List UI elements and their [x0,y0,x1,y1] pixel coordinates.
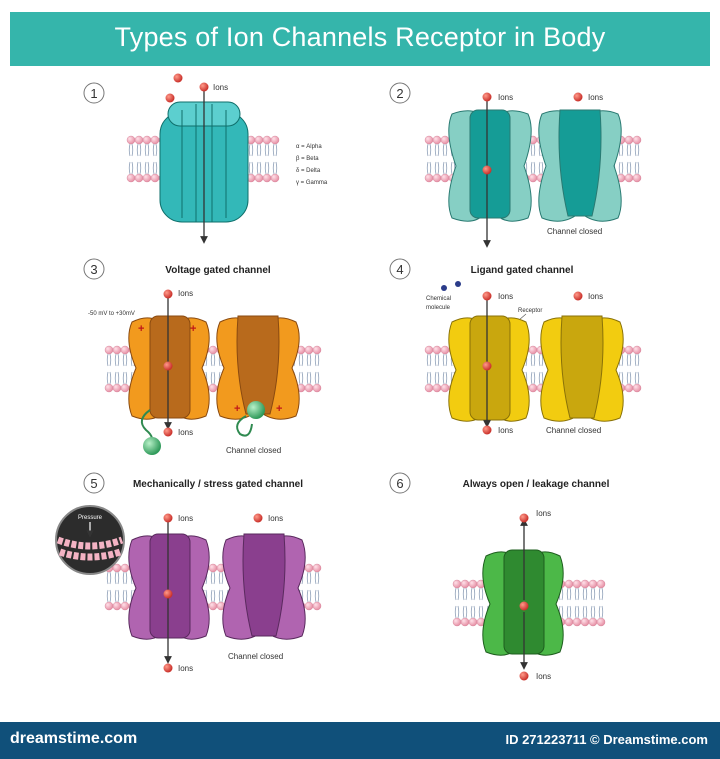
panel-number-badge [83,82,105,104]
ion-icon [482,165,492,175]
panel-number: 4 [396,262,403,277]
panel-5: 5 Mechanically / stress gated channel Pr… [55,472,322,673]
footer-image-id: ID 271223711 © Dreamstime.com [505,732,708,747]
page-title: Types of Ion Channels Receptor in Body [114,22,606,52]
pressure-label: Pressure [78,515,103,521]
ion-icon [199,82,209,92]
panel-heading: Mechanically / stress gated channel [133,479,303,490]
ions-label: Ions [588,93,603,102]
panel-number-badge [83,472,105,494]
ions-label: Ions [536,672,551,681]
ion-icon [519,601,529,611]
channel-closed [216,315,300,420]
ion-icon [163,663,173,673]
ions-label: Ions [498,426,513,435]
channel-closed-label: Channel closed [546,426,601,435]
panel-6: 6 Always open / leakage channel Ions Ion… [389,472,610,681]
chemical-molecule-icon [441,285,447,291]
ion-icon [519,671,529,681]
receptor-label: Receptor [518,308,542,314]
panel-heading: Voltage gated channel [165,265,271,276]
ion-icon [163,589,173,599]
panel-1: 1 Ions α = Alpha β = Beta δ = Delta γ = … [83,73,328,244]
ion-icon [163,361,173,371]
panel-heading: Always open / leakage channel [463,479,610,490]
ions-label: Ions [588,292,603,301]
ion-icon [253,513,263,523]
panel-number: 3 [90,262,97,277]
panel-2: 2 Ions Ions Channel closed [389,82,642,248]
ion-icon [482,291,492,301]
panel-number: 2 [396,86,403,101]
ions-label: Ions [178,664,193,673]
ion-icon [519,513,529,523]
channel-closed [540,315,624,422]
panel-heading: Ligand gated channel [471,265,574,276]
ions-label: Ions [178,514,193,523]
panel-number: 6 [396,476,403,491]
inactivation-ball-icon [143,437,161,455]
panel-4: 4 Ligand gated channel Chemical molecule… [389,258,642,435]
ions-label: Ions [536,509,551,518]
legend-gamma: γ = Gamma [296,180,328,186]
footer-brand: dreamstime.com [10,730,138,747]
channel-closed [222,533,306,640]
ion-icon [163,289,173,299]
channel-closed-label: Channel closed [228,652,283,661]
ions-label: Ions [178,428,193,437]
plus-charge-icon: + [190,323,196,335]
channel-closed-label: Channel closed [547,227,602,236]
panel-3: 3 Voltage gated channel -50 mV to +30mV … [83,258,322,455]
ion-channels-diagram: 1 Ions α = Alpha β = Beta δ = Delta γ = … [55,73,642,681]
inactivation-tether [236,415,253,437]
plus-charge-icon: + [234,403,240,415]
legend-alpha: α = Alpha [296,144,322,150]
ion-icon [173,73,183,83]
panel-number-badge [389,258,411,280]
ions-label: Ions [498,292,513,301]
panel-number-badge [83,258,105,280]
channel-open [128,533,210,640]
panel-number: 5 [90,476,97,491]
pressure-inset: Pressure [55,505,125,575]
plus-charge-icon: + [138,323,144,335]
footer-bar: dreamstime.com ID 271223711 © Dreamstime… [0,722,720,759]
panel-number-badge [389,472,411,494]
ions-label: Ions [178,289,193,298]
ions-label: Ions [498,93,513,102]
ion-icon [573,92,583,102]
ion-icon [482,425,492,435]
molecule-label: molecule [426,305,451,311]
title-banner: Types of Ion Channels Receptor in Body [10,12,710,66]
panel-number: 1 [90,86,97,101]
channel-closed [538,109,622,222]
legend-beta: β = Beta [296,156,319,162]
voltage-label: -50 mV to +30mV [88,311,135,317]
channel-open [448,109,532,222]
chemical-molecule-icon [455,281,461,287]
legend-delta: δ = Delta [296,168,321,174]
channel-closed-label: Channel closed [226,446,281,455]
plus-charge-icon: + [276,403,282,415]
ions-label: Ions [213,83,228,92]
panel-number-badge [389,82,411,104]
ion-icon [163,513,173,523]
inactivation-ball-icon [247,401,265,419]
ion-icon [163,427,173,437]
ion-icon [165,93,175,103]
chemical-label: Chemical [426,296,451,302]
ion-icon [573,291,583,301]
ion-icon [482,361,492,371]
subunit-legend: α = Alpha β = Beta δ = Delta γ = Gamma [296,144,328,186]
ions-label: Ions [268,514,283,523]
ion-icon [482,92,492,102]
